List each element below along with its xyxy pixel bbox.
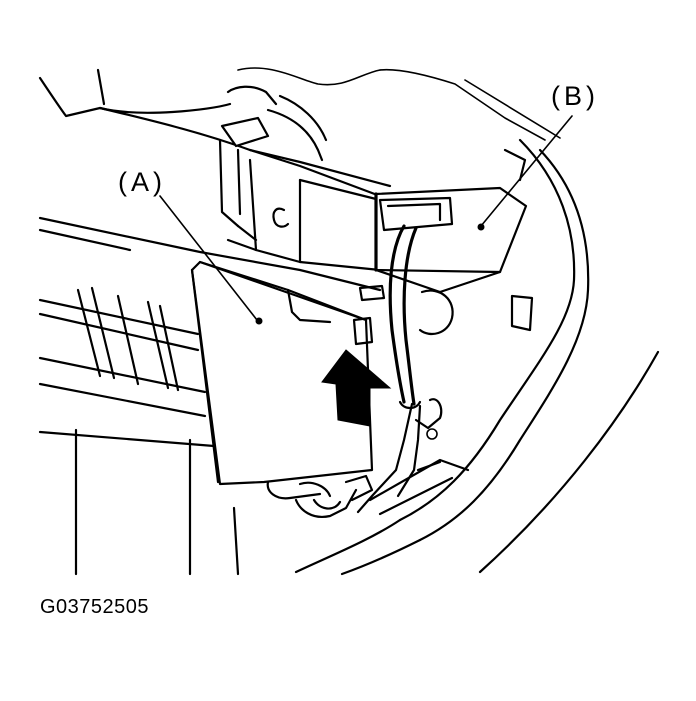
callout-a-label: (A) <box>118 167 166 197</box>
leader-lines <box>159 115 573 321</box>
upper-panel-structure <box>38 67 561 198</box>
figure-code: G03752505 <box>40 596 150 618</box>
wiring-harness <box>352 224 454 514</box>
callout-b-label: (B) <box>551 81 599 111</box>
lower-connectors <box>266 474 374 518</box>
hose-clamp <box>218 85 328 228</box>
cross-beam <box>38 216 382 292</box>
up-arrow <box>321 349 392 427</box>
vent-grille <box>38 286 240 576</box>
right-body-panel <box>294 138 660 576</box>
